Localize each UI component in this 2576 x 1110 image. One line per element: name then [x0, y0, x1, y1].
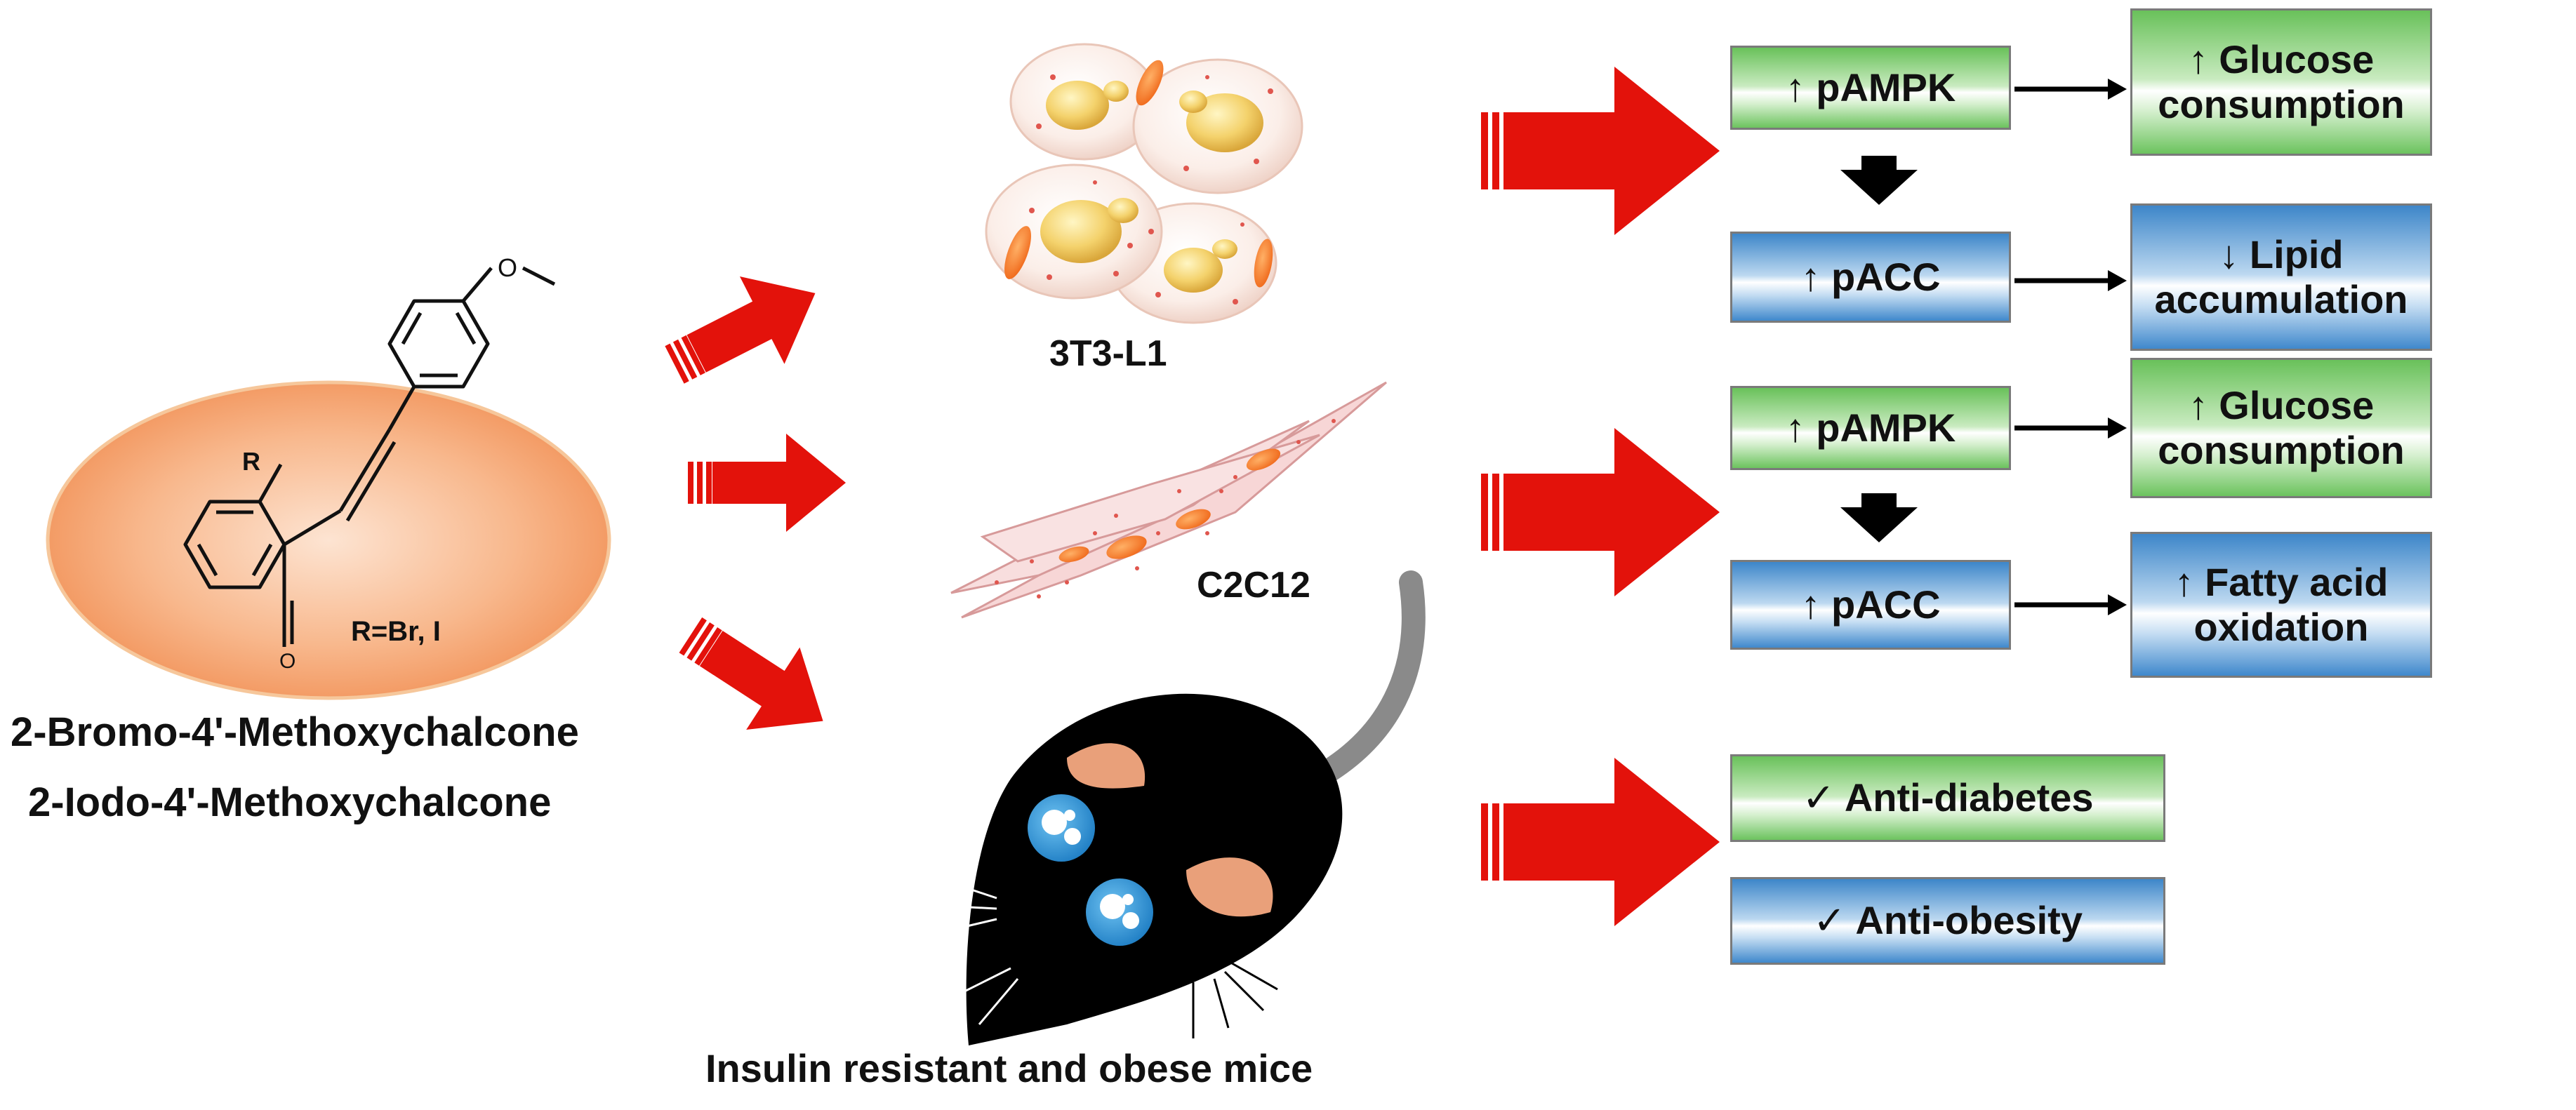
arrow-to-adipocytes — [665, 276, 816, 384]
compound-ellipse — [46, 380, 611, 700]
chalcone-atom-o-methoxy: O — [498, 253, 517, 282]
pathway-arrows — [1840, 79, 2127, 615]
myotube-pampk-box: ↑ pAMPK — [1730, 386, 2011, 470]
adipocyte-glucose-box: ↑ Glucose consumption — [2130, 8, 2432, 156]
arrow-adipocyte-outcomes — [1481, 67, 1720, 235]
adipocyte-model-label: 3T3-L1 — [1049, 333, 1167, 374]
arrow-mouse-outcomes — [1481, 758, 1720, 926]
myotube-fatty-acid-box: ↑ Fatty acid oxidation — [2130, 532, 2432, 678]
mouse-illustration — [929, 570, 1426, 1045]
myotube-glucose-box: ↑ Glucose consumption — [2130, 358, 2432, 498]
compound-name-iodo: 2-Iodo-4'-Methoxychalcone — [28, 780, 552, 825]
arrow-to-mice — [679, 617, 823, 730]
myotube-pacc-box: ↑ pACC — [1730, 560, 2011, 650]
adipocyte-pampk-box: ↑ pAMPK — [1730, 46, 2011, 130]
svg-text:O: O — [498, 253, 517, 282]
adipocyte-lipid-box: ↓ Lipid accumulation — [2130, 203, 2432, 351]
substituent-note: R=Br, I — [351, 616, 441, 647]
carbonyl-oxygen-label: O — [279, 650, 296, 673]
substituent-label: R — [242, 447, 260, 476]
chalcone-structure — [183, 266, 556, 647]
compound-name-bromo: 2-Bromo-4'-Methoxychalcone — [11, 709, 579, 755]
anti-obesity-box: ✓ Anti-obesity — [1730, 877, 2165, 965]
myotube-cell-illustration — [950, 381, 1387, 619]
mouse-model-label: Insulin resistant and obese mice — [705, 1046, 1313, 1090]
myotube-model-label: C2C12 — [1197, 565, 1310, 606]
adipocyte-pacc-box: ↑ pACC — [1730, 232, 2011, 323]
anti-diabetes-box: ✓ Anti-diabetes — [1730, 754, 2165, 842]
arrow-myotube-outcomes — [1481, 428, 1720, 596]
adipocyte-cell-illustration — [985, 43, 1303, 324]
arrow-to-myotubes — [688, 434, 846, 532]
